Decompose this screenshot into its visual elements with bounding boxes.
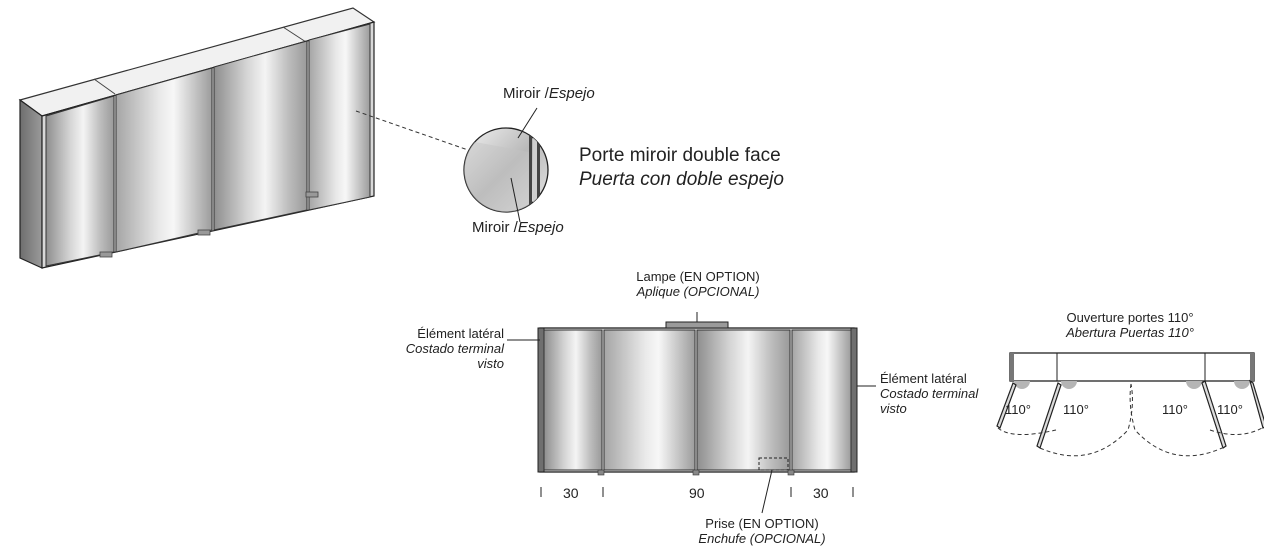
front-door-4 — [791, 329, 852, 471]
side-left-label: Élément latéral Costado terminal visto — [374, 326, 504, 371]
side-right-es-2: visto — [880, 401, 907, 416]
cabinet-door-2 — [115, 67, 213, 253]
front-socket — [758, 457, 789, 471]
lamp-label: Lampe (EN OPTION) Aplique (OPCIONAL) — [618, 269, 778, 299]
side-right-es-1: Costado terminal — [880, 386, 979, 401]
cabinet-door-1 — [45, 95, 115, 267]
socket-label-es: Enchufe (OPCIONAL) — [698, 531, 826, 546]
side-left-es-1: Costado terminal — [405, 341, 504, 356]
door-title-es: Puerta con doble espejo — [579, 169, 784, 190]
cabinet-side-panel — [19, 98, 43, 269]
front-lamp — [665, 321, 729, 329]
cabinet-door-3 — [213, 40, 308, 231]
cabinet-front-view — [507, 312, 876, 514]
opening-title: Ouverture portes 110° Abertura Puertas 1… — [1040, 310, 1220, 340]
door-leaf-1 — [996, 382, 1017, 429]
dim-right: 30 — [813, 485, 829, 501]
door-leaf-4 — [1248, 379, 1264, 429]
side-left-es-2: visto — [477, 356, 504, 371]
door-leaf-2 — [1036, 382, 1062, 449]
front-door-3 — [696, 329, 791, 471]
door-opening-plan — [996, 352, 1264, 457]
front-door-2 — [603, 329, 696, 471]
door-leaf-3 — [1201, 380, 1227, 449]
lamp-label-es: Aplique (OPCIONAL) — [636, 284, 760, 299]
detail-leader-line — [355, 110, 469, 151]
front-side-left — [537, 327, 545, 473]
socket-label-fr: Prise (EN OPTION) — [705, 516, 819, 531]
front-side-right — [850, 327, 858, 473]
angle-label-2: 110° — [1063, 402, 1089, 417]
opening-title-es: Abertura Puertas 110° — [1066, 325, 1194, 340]
opening-title-fr: Ouverture portes 110° — [1066, 310, 1194, 325]
dimension-ticks — [540, 487, 854, 497]
double-face-detail — [463, 107, 549, 223]
door-swing-arcs — [997, 383, 1263, 457]
dim-left: 30 — [563, 485, 579, 501]
callout-mirror-bottom: Miroir /Espejo — [472, 219, 564, 236]
angle-label-1: 110° — [1005, 402, 1031, 417]
cabinet-perspective — [18, 7, 469, 269]
cabinet-door-4 — [308, 23, 371, 211]
side-right-label: Élément latéral Costado terminal visto — [880, 371, 978, 416]
angle-label-4: 110° — [1217, 402, 1243, 417]
lamp-label-fr: Lampe (EN OPTION) — [636, 269, 760, 284]
socket-label: Prise (EN OPTION) Enchufe (OPCIONAL) — [672, 516, 852, 546]
door-title-fr: Porte miroir double face — [579, 145, 781, 166]
dim-center: 90 — [689, 485, 705, 501]
side-right-fr: Élément latéral — [880, 371, 967, 386]
angle-label-3: 110° — [1162, 402, 1188, 417]
callout-mirror-top: Miroir /Espejo — [503, 85, 595, 102]
front-door-1 — [543, 329, 603, 471]
side-left-fr: Élément latéral — [417, 326, 504, 341]
